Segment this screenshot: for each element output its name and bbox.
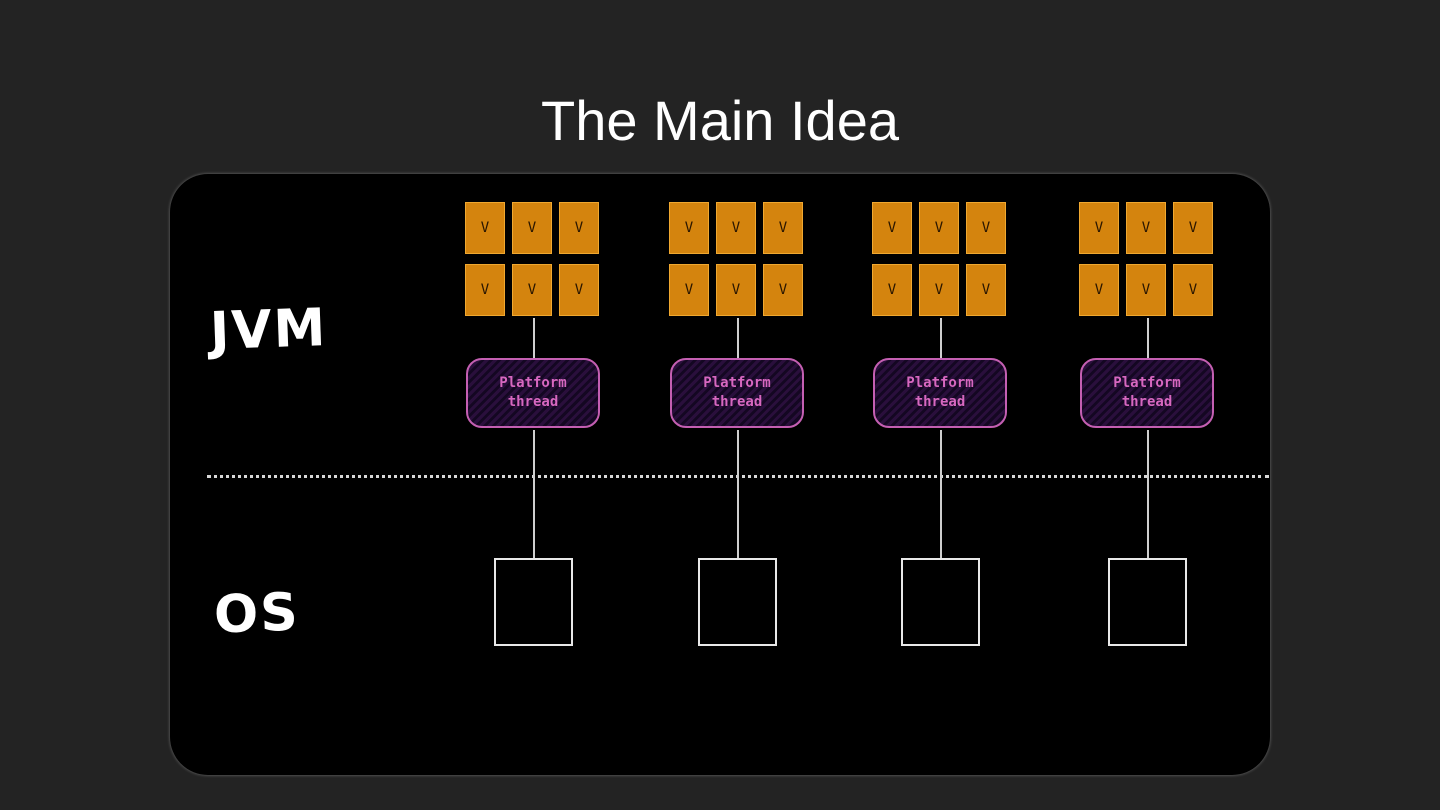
connector-line xyxy=(533,318,535,358)
connector-line xyxy=(940,318,942,358)
virtual-thread: V xyxy=(512,264,552,316)
virtual-thread: V xyxy=(966,264,1006,316)
virtual-thread: V xyxy=(559,202,599,254)
virtual-thread-grid: V V V V V V xyxy=(872,202,1012,318)
platform-thread: Platform thread xyxy=(670,358,804,428)
virtual-thread: V xyxy=(763,264,803,316)
virtual-thread: V xyxy=(716,202,756,254)
platform-thread-label-line2: thread xyxy=(711,394,763,410)
jvm-layer-label: JVM xyxy=(208,297,329,363)
virtual-thread: V xyxy=(669,202,709,254)
connector-line xyxy=(1147,318,1149,358)
os-thread-box xyxy=(1108,558,1187,646)
platform-thread-label-line1: Platform xyxy=(906,375,974,391)
virtual-thread-grid: V V V V V V xyxy=(669,202,809,318)
connector-line xyxy=(1147,430,1149,558)
platform-thread-label-line1: Platform xyxy=(703,375,771,391)
virtual-thread-grid: V V V V V V xyxy=(1079,202,1219,318)
virtual-thread: V xyxy=(512,202,552,254)
virtual-thread: V xyxy=(763,202,803,254)
platform-thread: Platform thread xyxy=(873,358,1007,428)
platform-thread-label-line2: thread xyxy=(507,394,559,410)
platform-thread: Platform thread xyxy=(1080,358,1214,428)
os-thread-box xyxy=(698,558,777,646)
thread-column-1: V V V V V V Platform thread xyxy=(458,0,608,810)
virtual-thread: V xyxy=(1079,264,1119,316)
os-layer-label: OS xyxy=(212,582,301,646)
virtual-thread: V xyxy=(1126,202,1166,254)
thread-column-4: V V V V V V Platform thread xyxy=(1072,0,1222,810)
connector-line xyxy=(940,430,942,558)
virtual-thread: V xyxy=(669,264,709,316)
os-thread-box xyxy=(494,558,573,646)
slide-title: The Main Idea xyxy=(541,89,899,152)
thread-column-3: V V V V V V Platform thread xyxy=(865,0,1015,810)
virtual-thread: V xyxy=(1126,264,1166,316)
platform-thread-label-line1: Platform xyxy=(499,375,567,391)
thread-column-2: V V V V V V Platform thread xyxy=(662,0,812,810)
os-thread-box xyxy=(901,558,980,646)
virtual-thread: V xyxy=(1079,202,1119,254)
virtual-thread: V xyxy=(465,202,505,254)
virtual-thread: V xyxy=(919,264,959,316)
virtual-thread: V xyxy=(1173,202,1213,254)
connector-line xyxy=(737,318,739,358)
platform-thread: Platform thread xyxy=(466,358,600,428)
virtual-thread: V xyxy=(1173,264,1213,316)
virtual-thread: V xyxy=(559,264,599,316)
platform-thread-label-line2: thread xyxy=(1121,394,1173,410)
virtual-thread: V xyxy=(872,264,912,316)
virtual-thread: V xyxy=(716,264,756,316)
virtual-thread: V xyxy=(872,202,912,254)
platform-thread-label-line2: thread xyxy=(914,394,966,410)
virtual-thread: V xyxy=(966,202,1006,254)
virtual-thread-grid: V V V V V V xyxy=(465,202,605,318)
platform-thread-label-line1: Platform xyxy=(1113,375,1181,391)
connector-line xyxy=(737,430,739,558)
connector-line xyxy=(533,430,535,558)
virtual-thread: V xyxy=(465,264,505,316)
virtual-thread: V xyxy=(919,202,959,254)
